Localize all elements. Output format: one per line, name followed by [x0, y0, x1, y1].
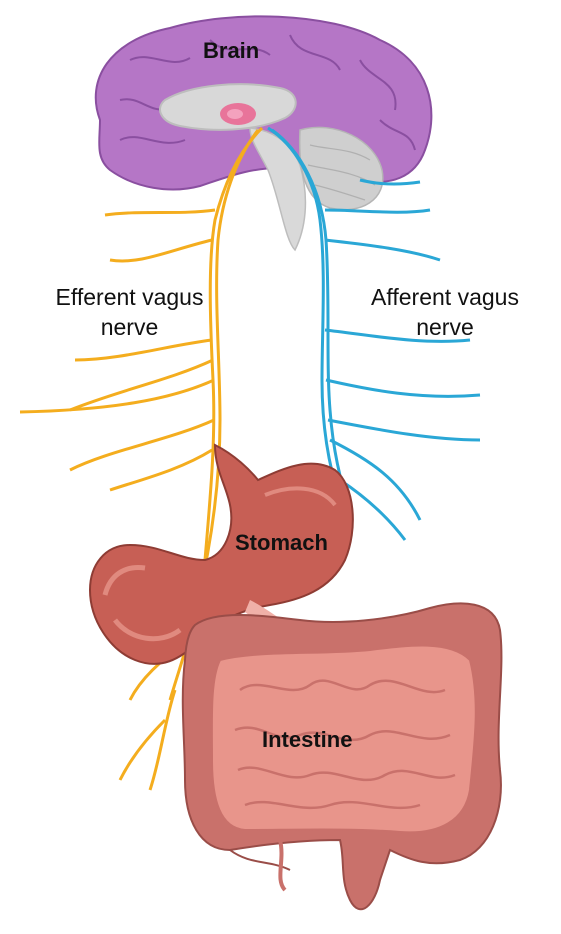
afferent-label-line1: Afferent vagus — [330, 282, 560, 312]
afferent-label-line2: nerve — [330, 312, 560, 342]
stomach-label: Stomach — [235, 530, 328, 556]
brain-illustration — [96, 16, 432, 250]
intestine-illustration — [183, 603, 502, 909]
efferent-label-line1: Efferent vagus — [12, 282, 247, 312]
afferent-label: Afferent vagus nerve — [330, 282, 560, 342]
brain-label: Brain — [203, 38, 259, 64]
intestine-label: Intestine — [262, 727, 352, 753]
efferent-label: Efferent vagus nerve — [12, 282, 247, 342]
efferent-label-line2: nerve — [12, 312, 247, 342]
